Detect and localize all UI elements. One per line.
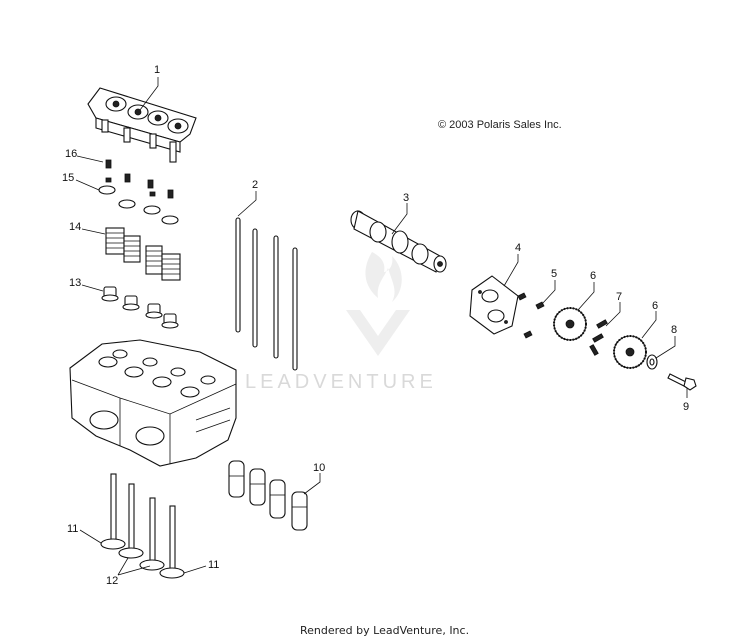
leader-lines — [75, 77, 688, 576]
cylinder-head — [69, 339, 237, 467]
callout-11a: 11 — [67, 523, 78, 535]
callout-2: 2 — [252, 179, 258, 191]
adjuster-screws — [105, 159, 174, 199]
footer-text: Rendered by LeadVenture, Inc. — [300, 624, 469, 637]
watermark-text: LEADVENTURE — [245, 371, 437, 393]
pushrods — [235, 217, 298, 371]
cam-plate — [469, 275, 519, 335]
washer — [646, 354, 658, 370]
callout-6a: 6 — [590, 270, 596, 282]
callout-11b: 11 — [208, 559, 219, 571]
keys — [589, 319, 608, 356]
watermark-logo-icon — [346, 252, 410, 356]
callout-5: 5 — [551, 268, 557, 280]
rocker-arm-assembly — [87, 87, 197, 163]
callout-1: 1 — [154, 64, 160, 76]
valve-stem-seals — [101, 286, 179, 329]
callout-8: 8 — [671, 324, 677, 336]
callout-3: 3 — [403, 192, 409, 204]
callout-9: 9 — [683, 401, 689, 413]
lifters — [228, 460, 308, 531]
callouts: 1 2 3 4 5 6 6 7 8 9 10 11 11 12 13 14 15… — [62, 64, 689, 587]
callout-15: 15 — [62, 172, 74, 184]
valve-springs — [105, 227, 181, 281]
callout-10: 10 — [313, 462, 325, 474]
gears — [553, 307, 647, 369]
callout-12: 12 — [106, 575, 118, 587]
copyright-text: © 2003 Polaris Sales Inc. — [438, 119, 562, 131]
callout-13: 13 — [69, 277, 81, 289]
bolt — [667, 373, 697, 391]
screws — [517, 292, 545, 339]
callout-7: 7 — [616, 291, 622, 303]
camshaft — [350, 210, 447, 273]
valves — [100, 473, 185, 579]
watermark: LEADVENTURE — [245, 252, 437, 393]
valve-spring-retainers — [98, 185, 179, 225]
callout-14: 14 — [69, 221, 81, 233]
callout-6b: 6 — [652, 300, 658, 312]
callout-16: 16 — [65, 148, 77, 160]
callout-4: 4 — [515, 242, 521, 254]
